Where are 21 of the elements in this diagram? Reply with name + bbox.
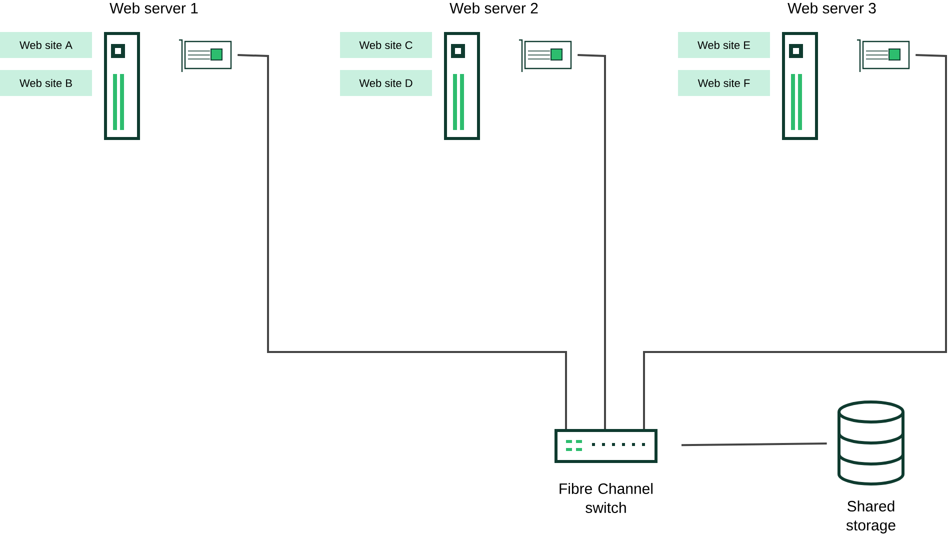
server-tower	[104, 32, 140, 140]
site-box: Web site C	[340, 32, 432, 58]
node-label: Shared storage	[846, 500, 896, 534]
site-box: Web site F	[678, 70, 770, 96]
site-box: Web site D	[340, 70, 432, 96]
server-title: Web server 1	[110, 2, 198, 14]
site-box: Web site B	[0, 70, 92, 96]
server-title: Web server 2	[450, 2, 538, 14]
connector-line	[578, 54, 606, 429]
server-tower	[444, 32, 480, 140]
connector-line	[238, 54, 567, 429]
node-label: Fibre Channel switch	[560, 482, 652, 513]
network-card-drawing	[857, 39, 910, 72]
server-title: Web server 3	[788, 2, 876, 14]
connector-line	[643, 54, 947, 429]
site-box: Web site E	[678, 32, 770, 58]
server-tower	[782, 32, 818, 140]
connector-line	[682, 442, 827, 446]
network-card-drawing	[179, 39, 232, 72]
site-box: Web site A	[0, 32, 92, 58]
network-card-drawing	[519, 39, 572, 72]
